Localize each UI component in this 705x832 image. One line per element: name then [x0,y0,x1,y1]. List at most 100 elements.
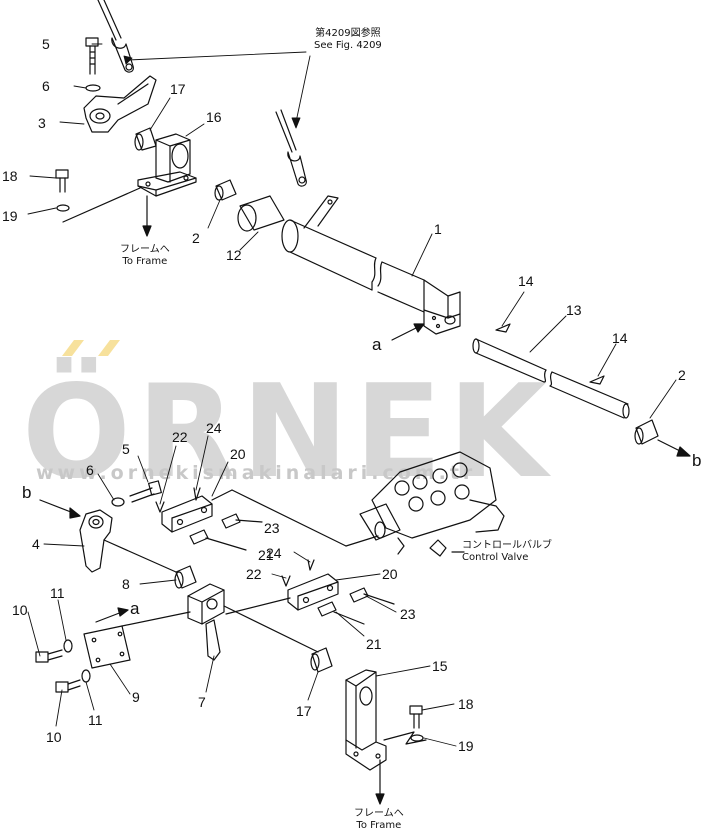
callout-3: 3 [38,115,46,131]
callout-24-lower: 24 [266,545,282,561]
to-frame-en-top: To Frame [122,256,168,267]
callout-10-lower: 10 [46,729,62,745]
control-valve-note: コントロールバルブ Control Valve [462,540,552,564]
callout-10-upper: 10 [12,602,28,618]
lever-4 [79,509,177,573]
key-14-right [589,375,605,385]
pin-24-lower [307,559,315,571]
bolt-10-upper [35,649,63,663]
callout-11-upper: 11 [50,585,65,601]
callout-11-lower: 11 [88,712,103,728]
callout-18-lower: 18 [458,696,474,712]
callout-16: 16 [206,109,222,125]
bolt-18-lower [409,705,423,729]
callout-15: 15 [432,658,448,674]
shaft-1 [281,195,461,335]
lever-3 [83,75,157,133]
to-frame-note-top: フレームへ To Frame [120,244,170,268]
callout-22-upper: 22 [172,429,188,445]
arm-7 [187,583,319,661]
callout-21-lower: 21 [366,636,382,652]
to-frame-jp-top: フレームへ [120,244,170,255]
callout-4: 4 [32,536,40,552]
ref-b-right: b [692,451,702,470]
callout-2-top: 2 [192,230,200,246]
see-fig-note: 第4209図参照 See Fig. 4209 [314,28,382,52]
callout-17-top: 17 [170,81,186,97]
link-rod-right [275,109,307,187]
control-valve-jp: コントロールバルブ [462,540,552,551]
clevis-20-lower [225,573,339,615]
washer-11-upper [63,639,73,653]
callout-20-lower: 20 [382,566,398,582]
bolt-5 [85,37,99,75]
callout-9: 9 [132,689,140,705]
leader-lines-top [27,43,677,419]
to-frame-note-bottom: フレームへ To Frame [354,808,404,832]
bolt-5-lower [129,480,162,503]
pin-23-upper [221,513,263,529]
washer-19-lower [410,734,424,742]
callout-12: 12 [226,247,242,263]
clevis-20-upper [161,489,379,547]
bracket-15 [345,669,427,805]
callout-23-upper: 23 [264,520,280,536]
callout-19-lower: 19 [458,738,474,754]
link-rod-top [97,0,134,73]
bracket-16 [137,133,197,237]
callout-8: 8 [122,576,130,592]
callout-14-lower: 14 [612,330,628,346]
callout-23-lower: 23 [400,606,416,622]
callout-14-upper: 14 [518,273,534,289]
callout-1: 1 [434,221,442,237]
control-valve-en: Control Valve [462,552,529,563]
washer-6-lower [111,497,125,507]
bolt-18-top [55,169,69,193]
callout-6-top: 6 [42,78,50,94]
washer-11-lower [81,669,91,683]
ref-a-bottom: a [130,599,140,618]
pin-24-upper [193,487,201,501]
ref-a-top: a [372,335,382,354]
callout-17-lower: 17 [296,703,312,719]
to-frame-jp-bottom: フレームへ [354,808,404,819]
watermark-accent [62,340,120,356]
pin-21-lower [317,601,365,625]
ref-b-left: b [22,483,32,502]
key-14-left [495,323,511,333]
callout-2-right: 2 [678,367,686,383]
washer-19-top [56,204,70,212]
callout-19-top: 19 [2,208,18,224]
leader-lines-bottom [27,435,457,747]
bushing-2-top [214,179,237,201]
callout-7: 7 [198,694,206,710]
washer-6 [85,84,101,92]
callout-24-upper: 24 [206,420,222,436]
callout-18-top: 18 [2,168,18,184]
callout-13: 13 [566,302,582,318]
bushing-17-lower [310,647,333,673]
watermark-logo: ÖRNEK [22,358,554,507]
watermark-url: www.ornekismakinalari.com.tr [36,462,477,484]
to-frame-en-bottom: To Frame [356,820,402,831]
pin-23-lower [349,587,395,605]
callout-5-top: 5 [42,36,50,52]
see-fig-jp: 第4209図参照 [315,28,381,39]
callout-5-bottom: 5 [122,441,130,457]
plate-9 [83,611,191,669]
callout-21-upper: 21 [258,547,274,563]
cotter-22-upper [155,501,165,513]
pin-21-upper [189,529,247,551]
bushing-17-top [134,127,157,151]
callout-20-upper: 20 [230,446,246,462]
cotter-22-lower [281,575,291,587]
pin-13 [472,338,630,419]
see-fig-en: See Fig. 4209 [314,40,382,51]
control-valve [359,451,505,557]
tube-12 [237,195,285,232]
callout-6-bottom: 6 [86,462,94,478]
bushing-2-right [634,419,659,445]
callout-22-lower: 22 [246,566,262,582]
